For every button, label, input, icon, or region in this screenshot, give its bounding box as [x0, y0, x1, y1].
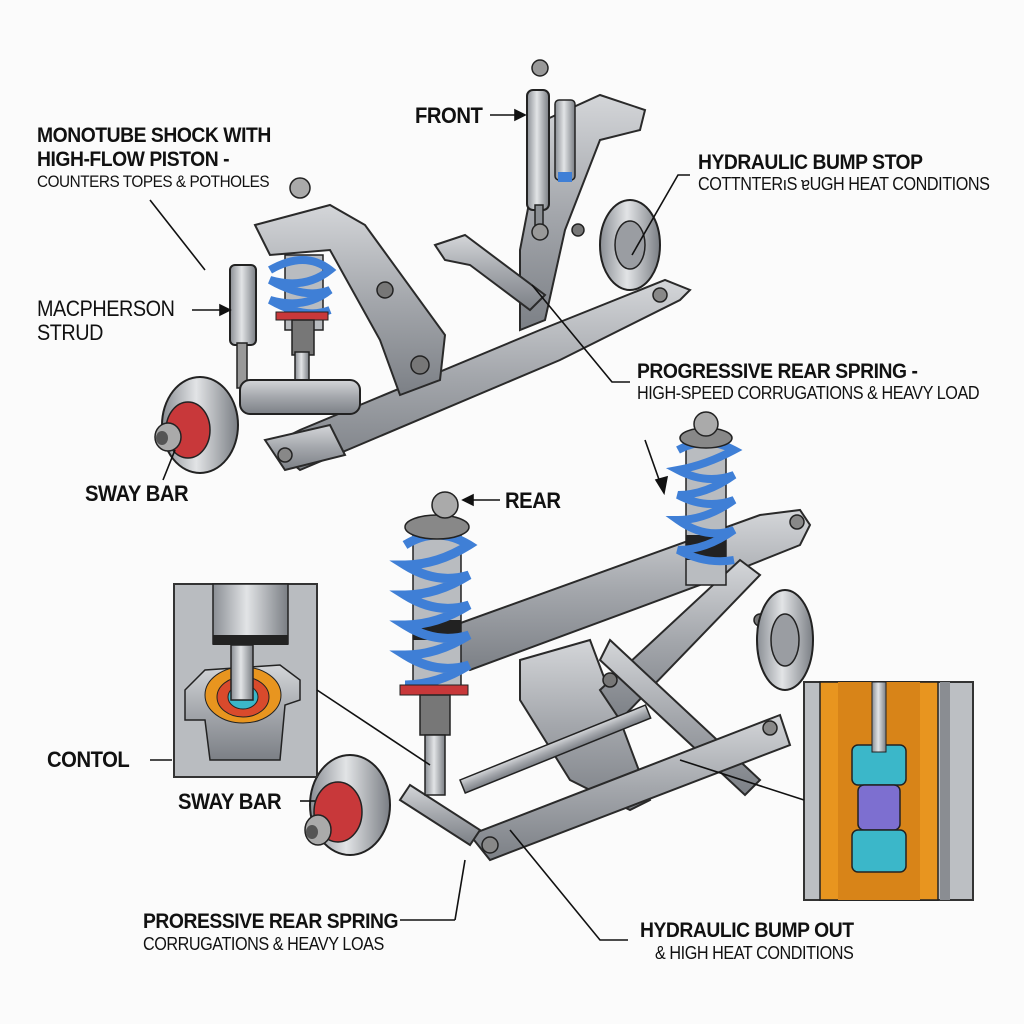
- progressive-top-subtitle: HIGH-SPEED CORRUGATIONS & HEAVY LOAD: [637, 383, 980, 403]
- rear-right-coilover: [665, 411, 743, 586]
- monotube-title-line2: HIGH-FLOW PISTON -: [37, 148, 230, 171]
- hydraulic-bump-stop-subtitle: COTTNTERıS ɐUGH HEAT CONDITIONS: [698, 174, 990, 194]
- rear-wheel-hub: [304, 754, 391, 856]
- rear-left-coilover: [389, 491, 478, 796]
- progressive-top-title: PROGRESSIVE REAR SPRING -: [637, 360, 918, 383]
- rear-right-hub: [756, 589, 814, 691]
- sway-bar-bottom-label: SWAY BAR: [178, 789, 282, 814]
- control-label: CONTOL: [47, 747, 130, 772]
- progressive-bottom-subtitle: CORRUGATIONS & HEAVY LOAS: [143, 934, 384, 954]
- control-inset: [173, 583, 318, 778]
- front-label: FRONT: [415, 103, 483, 128]
- monotube-subtitle: COUNTERS TOPES & POTHOLES: [37, 172, 270, 191]
- front-rear-shock: [526, 59, 576, 241]
- monotube-title-line1: MONOTUBE SHOCK WITH: [37, 124, 271, 147]
- bump-stop-cutaway-inset: [803, 681, 974, 901]
- front-subframe: [253, 93, 692, 472]
- hydraulic-bump-out-title: HYDRAULIC BUMP OUT: [640, 919, 854, 942]
- hydraulic-bump-stop-title: HYDRAULIC BUMP STOP: [698, 151, 923, 174]
- progressive-bottom-title: PRORESSIVE REAR SPRING: [143, 910, 399, 933]
- front-right-hub: [599, 199, 661, 291]
- macpherson-line2: STRUD: [37, 320, 103, 345]
- front-wheel-hub: [154, 376, 361, 474]
- leader-lines: [149, 108, 805, 941]
- rear-label: REAR: [505, 488, 561, 513]
- hydraulic-bump-out-subtitle: & HIGH HEAT CONDITIONS: [655, 943, 854, 963]
- sway-bar-top-label: SWAY BAR: [85, 481, 189, 506]
- macpherson-line1: MACPHERSON: [37, 296, 175, 321]
- macpherson-strut: [229, 264, 257, 389]
